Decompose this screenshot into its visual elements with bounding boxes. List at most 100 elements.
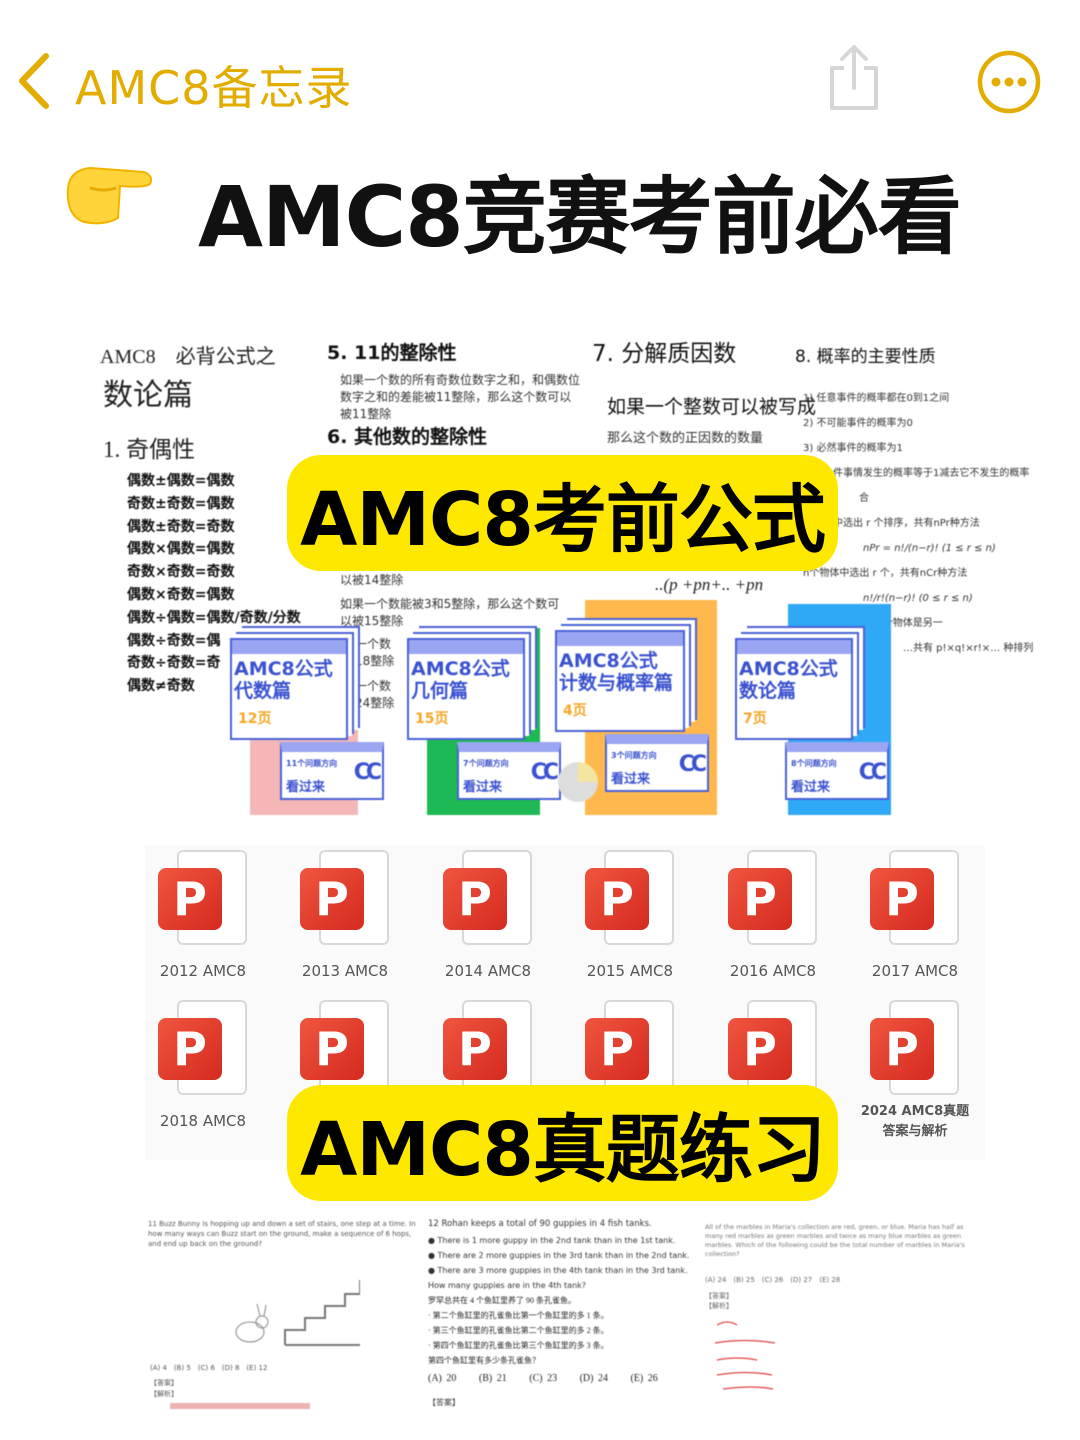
red-handwriting (714, 1321, 776, 1390)
choice: (B) 21 (478, 1373, 507, 1384)
eyes-icon: CC (530, 760, 559, 785)
card-questions: 11个问题方向 (286, 759, 338, 768)
pdf-file[interactable]: P (295, 1000, 395, 1150)
rule: 奇数±奇数=偶数 (127, 495, 235, 512)
pdf-logo-icon: P (443, 868, 507, 930)
rule: 偶数÷偶数=偶数/奇数/分数 (127, 609, 301, 626)
pointing-hand-emoji-icon (64, 158, 154, 228)
pdf-logo-icon: P (585, 1018, 649, 1080)
card-pages: 12页 (238, 711, 272, 727)
card-cta: 看过来 (611, 772, 651, 787)
problem-ask: How many guppies are in the 4th tank? (428, 1281, 587, 1290)
problem-text: 11 Buzz Bunny is hopping up and down a s… (148, 1220, 416, 1248)
file-name: 2024 AMC8真题 答案与解析 (860, 1104, 970, 1139)
pdf-file[interactable]: P (723, 1000, 823, 1150)
eyes-icon: CC (678, 752, 707, 777)
pdf-logo-icon: P (300, 1018, 364, 1080)
card-subtitle: 代数篇 (234, 680, 292, 702)
choice: (E) 26 (630, 1373, 658, 1384)
problems-image: 11 Buzz Bunny is hopping up and down a s… (145, 1215, 975, 1420)
pdf-logo-icon: P (870, 868, 934, 930)
card-title: AMC8公式 (559, 650, 658, 672)
list-item: 1) 任意事件的概率都在0到1之间 (803, 393, 950, 404)
doc-paragraph: 如果一个整数可以被写成 (607, 396, 817, 418)
bullet: There is 1 more guppy in the 2nd tank th… (437, 1236, 676, 1245)
share-icon (830, 45, 878, 110)
analysis-label: 【解析】 (705, 1302, 733, 1310)
pdf-logo-icon: P (158, 868, 222, 930)
doc-section: 1. 奇偶性 (103, 437, 195, 462)
pdf-file[interactable]: P 2013 AMC8 (295, 850, 395, 1000)
card-cta: 看过来 (286, 780, 326, 795)
cn-line: 第四个鱼缸里有多少条孔雀鱼？ (428, 1356, 540, 1365)
pdf-file[interactable]: P 2017 AMC8 (865, 850, 965, 1000)
rule: 偶数±奇数=奇数 (127, 518, 235, 535)
card-questions: 7个问题方向 (463, 759, 509, 768)
pdf-logo-icon: P (443, 1018, 507, 1080)
doc-section: 7. 分解质因数 (592, 341, 737, 367)
choice: (C) 23 (529, 1373, 558, 1384)
chevron-left-icon (19, 53, 49, 109)
card-cta: 看过来 (463, 780, 503, 795)
rule: 偶数×偶数=偶数 (127, 541, 235, 558)
back-label[interactable]: AMC8备忘录 (75, 61, 353, 115)
red-handwriting (170, 1403, 310, 1409)
pdf-logo-icon: P (158, 1018, 222, 1080)
more-button[interactable] (976, 49, 1042, 115)
rule: 偶数≠奇数 (127, 678, 195, 695)
formula-banner: AMC8考前公式 (287, 455, 838, 571)
rule: 偶数±偶数=偶数 (127, 473, 235, 489)
bullet: There are 2 more guppies in the 3rd tank… (437, 1251, 690, 1260)
choice: (D) 24 (579, 1373, 608, 1384)
card-title: AMC8公式 (234, 658, 333, 680)
rule: 奇数÷奇数=奇 (127, 655, 221, 672)
problem-question: 12 Rohan keeps a total of 90 guppies in … (428, 1219, 652, 1229)
analysis-label: 【解析】 (150, 1390, 178, 1398)
problem-text: All of the marbles in Maria's collection… (705, 1223, 965, 1258)
file-name: 2017 AMC8 (871, 962, 959, 980)
list-item: 中选出 r 个排序，共有nPr种方法 (833, 518, 980, 529)
card-subtitle: 数论篇 (739, 680, 797, 702)
card-subtitle: 几何篇 (411, 680, 469, 702)
doc-section: 8. 概率的主要性质 (795, 347, 936, 367)
pdf-logo-icon: P (870, 1018, 934, 1080)
doc-paragraph: 如果一个数能被3和5整除，那么这个数可以被15整除 (340, 597, 560, 628)
card-subtitle: 计数与概率篇 (559, 672, 674, 694)
eyes-icon: CC (858, 760, 887, 785)
file-name: 2013 AMC8 (301, 962, 389, 980)
cn-line: · 第三个鱼缸里的孔雀鱼比第二个鱼缸里的多 2 条。 (428, 1326, 609, 1335)
file-name: 2016 AMC8 (729, 962, 817, 980)
bullet: There are 3 more guppies in the 4th tank… (437, 1266, 688, 1275)
file-name: 2015 AMC8 (586, 962, 674, 980)
card-title: AMC8公式 (411, 658, 510, 680)
doc-subheading: 数论篇 (103, 379, 193, 412)
pdf-file[interactable]: P (580, 1000, 680, 1150)
problem-choices: (A) 24 (B) 25 (C) 26 (D) 27 (E) 28 (705, 1276, 841, 1284)
list-item: …共有 (903, 643, 933, 654)
pdf-file[interactable]: P 2024 AMC8真题 答案与解析 (861, 1000, 969, 1150)
card-questions: 8个问题方向 (791, 759, 837, 768)
answer-label: 【答案】 (428, 1398, 460, 1407)
doc-section: 6. 其他数的整除性 (327, 426, 488, 448)
back-button[interactable] (14, 52, 58, 110)
rule: 奇数×奇数=奇数 (127, 564, 235, 581)
card-pages: 7页 (743, 711, 767, 727)
card-cta: 看过来 (791, 780, 831, 795)
list-item: 种排列 (1003, 643, 1034, 654)
doc-heading: AMC8 必背公式之 (100, 346, 276, 368)
problem-choices: (A) 20 (B) 21 (C) 23 (D) 24 (E) 26 (428, 1373, 658, 1384)
list-item: 件事情发生的概率等于1减去它不发生的概率 (833, 468, 1030, 479)
pdf-logo-icon: P (300, 868, 364, 930)
rule: 偶数×奇数=偶数 (127, 586, 235, 603)
share-button[interactable] (826, 44, 882, 112)
